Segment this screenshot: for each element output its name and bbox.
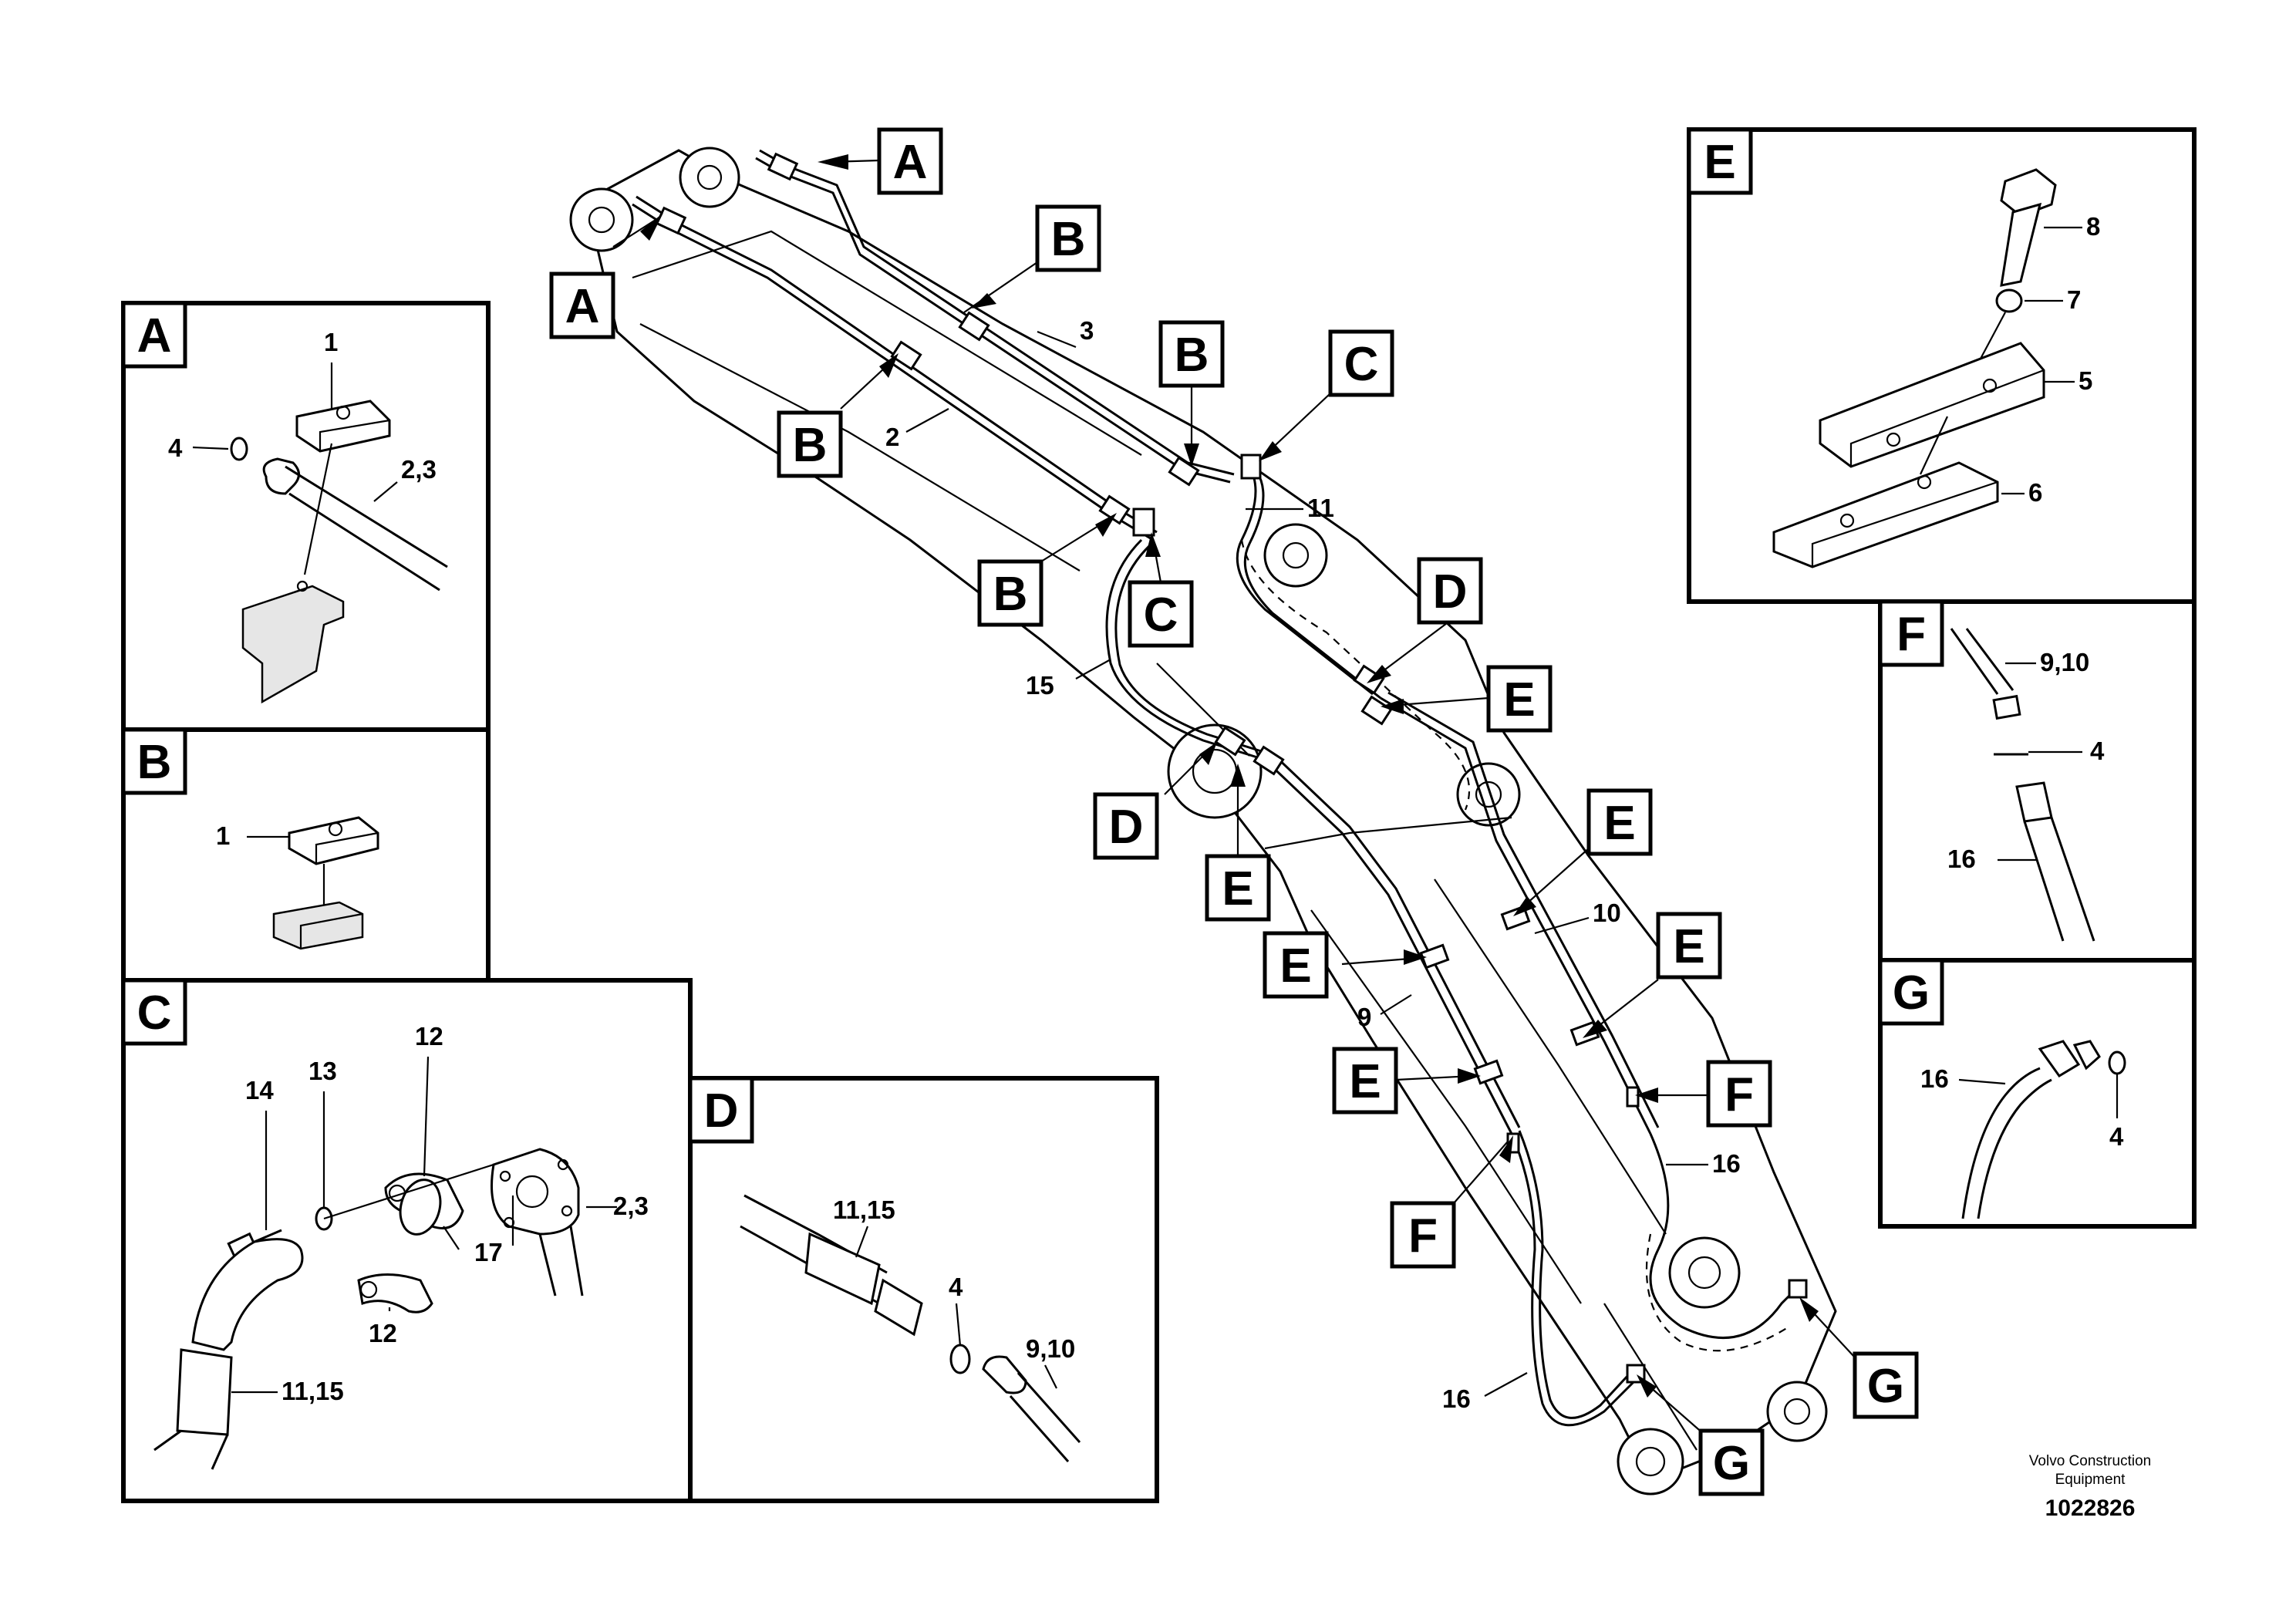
callout-e-right-mid: E xyxy=(1673,920,1704,973)
detail-a-part-1: 1 xyxy=(324,328,338,356)
detail-c-title: C xyxy=(137,986,172,1040)
detail-d: D 11,15 4 9,10 xyxy=(688,1076,1159,1503)
callout-e-left-low: E xyxy=(1349,1055,1381,1108)
detail-b: B 1 xyxy=(121,727,491,983)
detail-a-part-4: 4 xyxy=(168,433,183,462)
detail-d-part-9-10: 9,10 xyxy=(1026,1334,1075,1363)
detail-b-part-1: 1 xyxy=(216,821,230,850)
main-callouts: A A B B B B C C D D xyxy=(549,127,1919,1496)
callout-g-right: G xyxy=(1867,1360,1904,1413)
part-9: 9 xyxy=(1357,1003,1371,1031)
part-3: 3 xyxy=(1080,316,1094,345)
callout-f-left: F xyxy=(1408,1209,1438,1263)
callout-d-left: D xyxy=(1109,801,1144,854)
detail-e-part-8: 8 xyxy=(2086,212,2100,241)
callout-e-left-mid: E xyxy=(1279,939,1311,993)
detail-d-title: D xyxy=(704,1084,739,1138)
detail-g-part-16: 16 xyxy=(1920,1064,1949,1093)
callout-b-mid: B xyxy=(793,419,828,472)
detail-c-part-14: 14 xyxy=(245,1076,274,1104)
detail-g-title: G xyxy=(1893,966,1930,1020)
callout-a-top: A xyxy=(893,136,928,189)
detail-f-part-9-10: 9,10 xyxy=(2040,648,2089,676)
boom-assembly xyxy=(569,147,1837,1496)
part-15: 15 xyxy=(1026,671,1054,700)
detail-e-part-6: 6 xyxy=(2028,478,2042,507)
detail-e-title: E xyxy=(1704,136,1735,189)
detail-f-part-4: 4 xyxy=(2090,737,2105,765)
detail-g-part-4: 4 xyxy=(2109,1122,2124,1151)
branding: Volvo Construction Equipment 1022826 xyxy=(2029,1453,2151,1521)
part-2: 2 xyxy=(885,423,899,451)
detail-f-part-16: 16 xyxy=(1947,845,1976,873)
callout-b-top: B xyxy=(1051,213,1086,266)
callout-f-right: F xyxy=(1725,1068,1754,1121)
part-16-right: 16 xyxy=(1712,1149,1741,1178)
callout-c-top: C xyxy=(1344,338,1379,391)
detail-c-part-2-3: 2,3 xyxy=(613,1192,649,1220)
detail-c: C 14 13 12 2,3 17 12 xyxy=(121,978,693,1503)
detail-c-part-12-bottom: 12 xyxy=(369,1319,397,1347)
callout-g-low: G xyxy=(1713,1437,1750,1490)
callout-d-right: D xyxy=(1433,565,1468,619)
detail-f: F 9,10 4 16 xyxy=(1878,599,2197,963)
part-16-left: 16 xyxy=(1442,1384,1471,1413)
part-11: 11 xyxy=(1307,494,1334,522)
detail-e-part-5: 5 xyxy=(2079,366,2092,395)
callout-b-right: B xyxy=(1175,329,1209,382)
drawing-number: 1022826 xyxy=(2045,1496,2136,1521)
detail-c-part-12-top: 12 xyxy=(415,1022,443,1050)
detail-b-title: B xyxy=(137,736,172,789)
detail-d-part-4: 4 xyxy=(949,1273,963,1301)
detail-e-part-7: 7 xyxy=(2067,285,2081,314)
detail-c-part-17: 17 xyxy=(474,1238,503,1266)
callout-c-low: C xyxy=(1144,588,1178,642)
pipe-clamps xyxy=(655,152,1808,1384)
main-part-numbers: 3 2 11 15 10 9 16 16 xyxy=(885,316,1741,1413)
detail-e: E 8 7 5 6 xyxy=(1687,127,2197,604)
callout-b-low: B xyxy=(993,568,1028,621)
callout-a-left: A xyxy=(565,280,600,333)
callout-e-boss: E xyxy=(1222,862,1253,916)
detail-f-title: F xyxy=(1896,608,1926,661)
callout-e-right-top: E xyxy=(1603,797,1635,850)
brand-line-2: Equipment xyxy=(2055,1472,2126,1488)
part-10: 10 xyxy=(1593,899,1621,927)
detail-a-title: A xyxy=(137,309,172,363)
brand-line-1: Volvo Construction xyxy=(2029,1453,2151,1469)
detail-g: G 4 16 xyxy=(1878,958,2197,1229)
detail-a-part-2-3: 2,3 xyxy=(401,455,437,484)
detail-a: A 1 4 2,3 xyxy=(121,301,491,732)
detail-c-part-11-15: 11,15 xyxy=(282,1377,344,1405)
detail-c-part-13: 13 xyxy=(308,1057,337,1085)
callout-e-upper: E xyxy=(1503,673,1535,727)
detail-d-part-11-15: 11,15 xyxy=(833,1195,895,1224)
